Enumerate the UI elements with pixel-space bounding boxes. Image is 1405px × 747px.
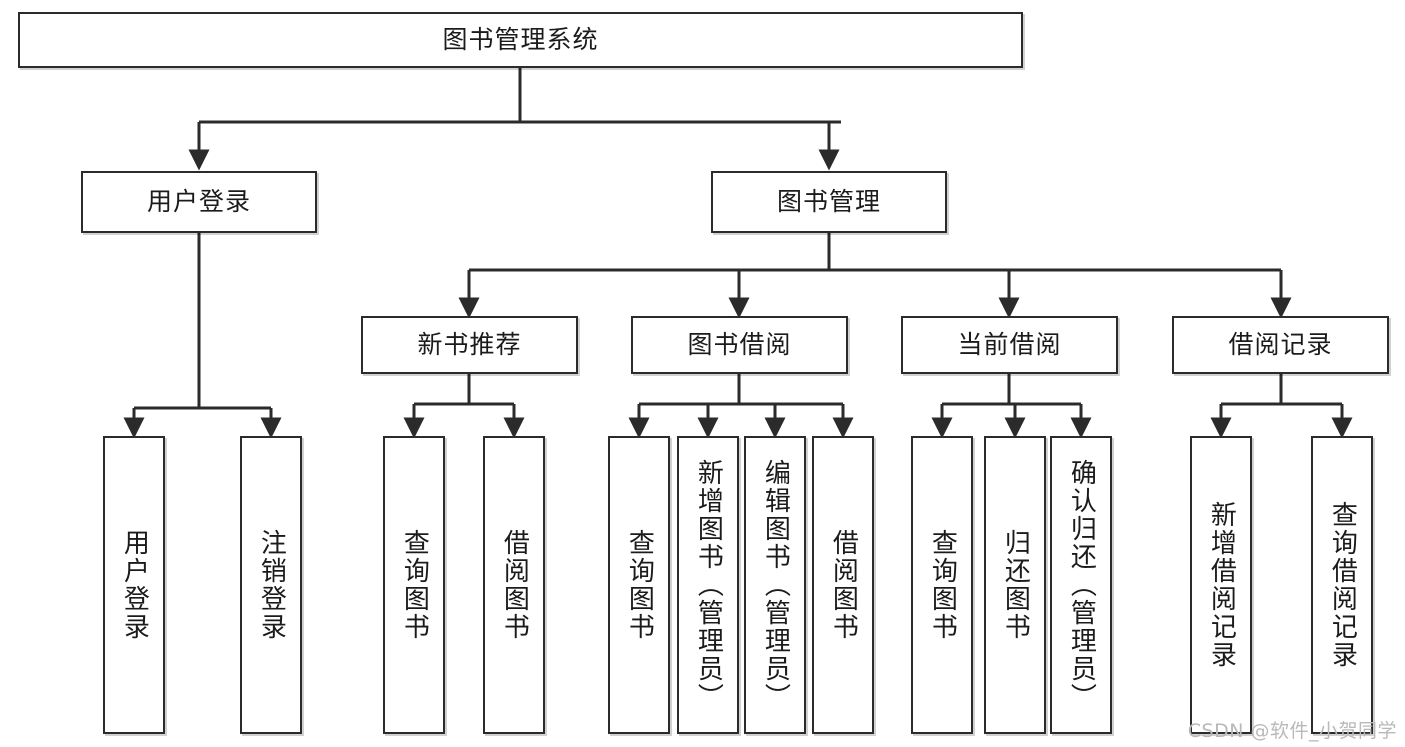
leaf-logout-label: 注销登录 — [256, 529, 287, 641]
leaf-query-book-label: 查询图书 — [624, 529, 655, 641]
leaf-query-borrow-record-label: 查询借阅记录 — [1327, 501, 1358, 669]
leaf-query-book-current[interactable]: 查询图书 — [911, 436, 973, 734]
node-book-borrow-label: 图书借阅 — [687, 330, 792, 359]
node-book-borrow[interactable]: 图书借阅 — [631, 316, 848, 374]
node-user-login-label: 用户登录 — [146, 187, 251, 216]
leaf-confirm-return-admin-label: 确认归还（管理员） — [1066, 459, 1097, 711]
watermark: CSDN @软件_小贺同学 — [1187, 720, 1397, 742]
leaf-add-book-admin-label: 新增图书（管理员） — [693, 459, 724, 711]
leaf-add-borrow-record-label: 新增借阅记录 — [1206, 501, 1237, 669]
leaf-user-login-label: 用户登录 — [119, 529, 150, 641]
leaf-add-borrow-record[interactable]: 新增借阅记录 — [1190, 436, 1252, 734]
node-current-borrow-label: 当前借阅 — [957, 330, 1062, 359]
node-root-label: 图书管理系统 — [442, 25, 599, 54]
leaf-confirm-return-admin[interactable]: 确认归还（管理员） — [1050, 436, 1112, 734]
leaf-query-borrow-record[interactable]: 查询借阅记录 — [1311, 436, 1373, 734]
node-new-book-recommendation-label: 新书推荐 — [417, 330, 522, 359]
node-borrow-record-label: 借阅记录 — [1228, 330, 1333, 359]
leaf-borrow-book[interactable]: 借阅图书 — [812, 436, 874, 734]
leaf-borrow-book-label: 借阅图书 — [828, 529, 859, 641]
leaf-logout[interactable]: 注销登录 — [240, 436, 302, 734]
leaf-borrow-book-recommendation[interactable]: 借阅图书 — [483, 436, 545, 734]
leaf-query-book-recommendation[interactable]: 查询图书 — [383, 436, 445, 734]
node-user-login[interactable]: 用户登录 — [81, 171, 317, 233]
leaf-add-book-admin[interactable]: 新增图书（管理员） — [677, 436, 739, 734]
node-book-management-label: 图书管理 — [776, 187, 881, 216]
node-root[interactable]: 图书管理系统 — [18, 12, 1023, 68]
leaf-query-book-current-label: 查询图书 — [927, 529, 958, 641]
leaf-borrow-book-recommendation-label: 借阅图书 — [499, 529, 530, 641]
node-borrow-record[interactable]: 借阅记录 — [1172, 316, 1389, 374]
leaf-edit-book-admin[interactable]: 编辑图书（管理员） — [744, 436, 806, 734]
leaf-query-book[interactable]: 查询图书 — [608, 436, 670, 734]
leaf-query-book-recommendation-label: 查询图书 — [399, 529, 430, 641]
node-current-borrow[interactable]: 当前借阅 — [901, 316, 1118, 374]
leaf-return-book[interactable]: 归还图书 — [984, 436, 1046, 734]
node-book-management[interactable]: 图书管理 — [711, 171, 947, 233]
leaf-edit-book-admin-label: 编辑图书（管理员） — [760, 459, 791, 711]
leaf-return-book-label: 归还图书 — [1000, 529, 1031, 641]
node-new-book-recommendation[interactable]: 新书推荐 — [361, 316, 578, 374]
leaf-user-login[interactable]: 用户登录 — [103, 436, 165, 734]
